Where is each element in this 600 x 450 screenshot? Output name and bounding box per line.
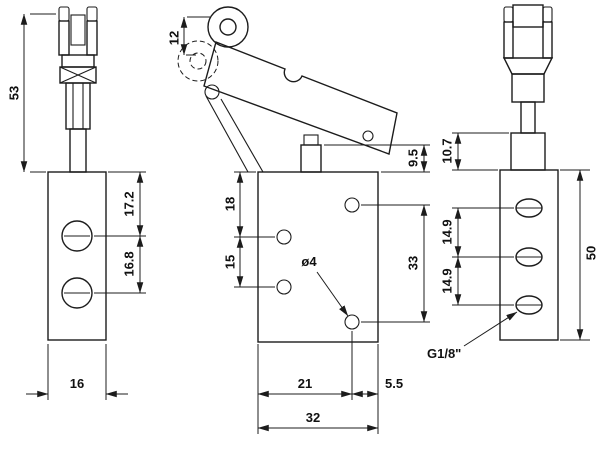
dim-body-width: 32 bbox=[306, 410, 320, 425]
view-side-right: 10.7 14.9 14.9 50 G1/8" bbox=[427, 4, 598, 361]
lever-end-hole bbox=[362, 130, 374, 142]
dim-mount-hole-span: 33 bbox=[405, 256, 420, 270]
roller-phantom-inner bbox=[189, 52, 207, 70]
fork-arm-right bbox=[86, 20, 98, 56]
dim-mount-hole-diameter: ø4 bbox=[301, 254, 317, 269]
valve-body-right bbox=[499, 169, 559, 341]
roller-outer bbox=[207, 6, 249, 48]
dim-head-offset: 10.7 bbox=[439, 138, 454, 163]
fork-plate-left bbox=[503, 21, 514, 59]
side-right-dimensions: 10.7 14.9 14.9 50 G1/8" bbox=[427, 132, 598, 361]
roller-pin-left bbox=[58, 6, 70, 22]
dim-pilot-port-pitch: 15 bbox=[222, 255, 237, 269]
dim-body-depth: 16 bbox=[70, 376, 84, 391]
lever-plate-cross-b bbox=[59, 66, 97, 84]
roller-pin-right bbox=[86, 6, 98, 22]
stem bbox=[69, 128, 87, 173]
dim-body-height: 50 bbox=[583, 246, 598, 260]
roller-phantom-outer bbox=[177, 40, 219, 82]
fork-base bbox=[502, 57, 554, 75]
pivot-bracket-a bbox=[205, 95, 249, 173]
mount-hole-bottom bbox=[344, 314, 360, 330]
dim-overtravel: 9.5 bbox=[405, 149, 420, 167]
dim-port1-from-top: 17.2 bbox=[121, 191, 136, 216]
dim-mount-hole-offset: 21 bbox=[298, 376, 312, 391]
dim-roller-travel: 12 bbox=[166, 31, 181, 45]
fork-plate-right bbox=[542, 21, 553, 59]
dim-edge-offset: 5.5 bbox=[385, 376, 403, 391]
roller-axle bbox=[219, 18, 237, 36]
view-front: 12 18 15 ø4 9.5 33 bbox=[166, 6, 430, 434]
port-circle-2 bbox=[61, 277, 93, 309]
roller-pin-end-left bbox=[503, 6, 514, 23]
side-left-part-outline bbox=[47, 6, 107, 341]
dim-port-pitch-lower: 14.9 bbox=[439, 268, 454, 293]
valve-body-front bbox=[257, 171, 379, 343]
dim-port-pitch: 16.8 bbox=[121, 251, 136, 276]
side-left-dimensions: 53 17.2 16.8 16 bbox=[6, 13, 146, 400]
roller-pin-end-right bbox=[542, 6, 553, 23]
spring-section bbox=[511, 73, 545, 103]
lever-arm bbox=[203, 41, 398, 155]
pilot-hole-1 bbox=[276, 229, 292, 245]
side-right-part-outline bbox=[499, 4, 559, 341]
view-side-left: 53 17.2 16.8 16 bbox=[6, 6, 146, 400]
dim-lever-height: 53 bbox=[6, 86, 21, 100]
lever-pivot bbox=[204, 84, 220, 100]
port-circle-1 bbox=[61, 220, 93, 252]
head-boss bbox=[510, 132, 546, 171]
dim-port-pitch-upper: 14.9 bbox=[439, 219, 454, 244]
valve-body-side bbox=[47, 171, 107, 341]
fork-arm-left bbox=[58, 20, 70, 56]
roller-edge bbox=[70, 14, 86, 46]
pivot-bracket-b bbox=[220, 98, 264, 173]
front-part-outline bbox=[177, 6, 398, 343]
fork-crossbar bbox=[61, 54, 95, 68]
plunger-tip bbox=[303, 134, 319, 146]
dim-port-thread: G1/8" bbox=[427, 346, 461, 361]
stem-front bbox=[520, 101, 536, 134]
dim-pilot-port-offset: 18 bbox=[222, 197, 237, 211]
pilot-hole-2 bbox=[276, 279, 292, 295]
spring-housing bbox=[65, 82, 91, 130]
mount-hole-top bbox=[344, 197, 360, 213]
plunger bbox=[300, 144, 322, 173]
front-dimensions: 12 18 15 ø4 9.5 33 bbox=[166, 16, 430, 434]
roller-front bbox=[512, 4, 544, 28]
